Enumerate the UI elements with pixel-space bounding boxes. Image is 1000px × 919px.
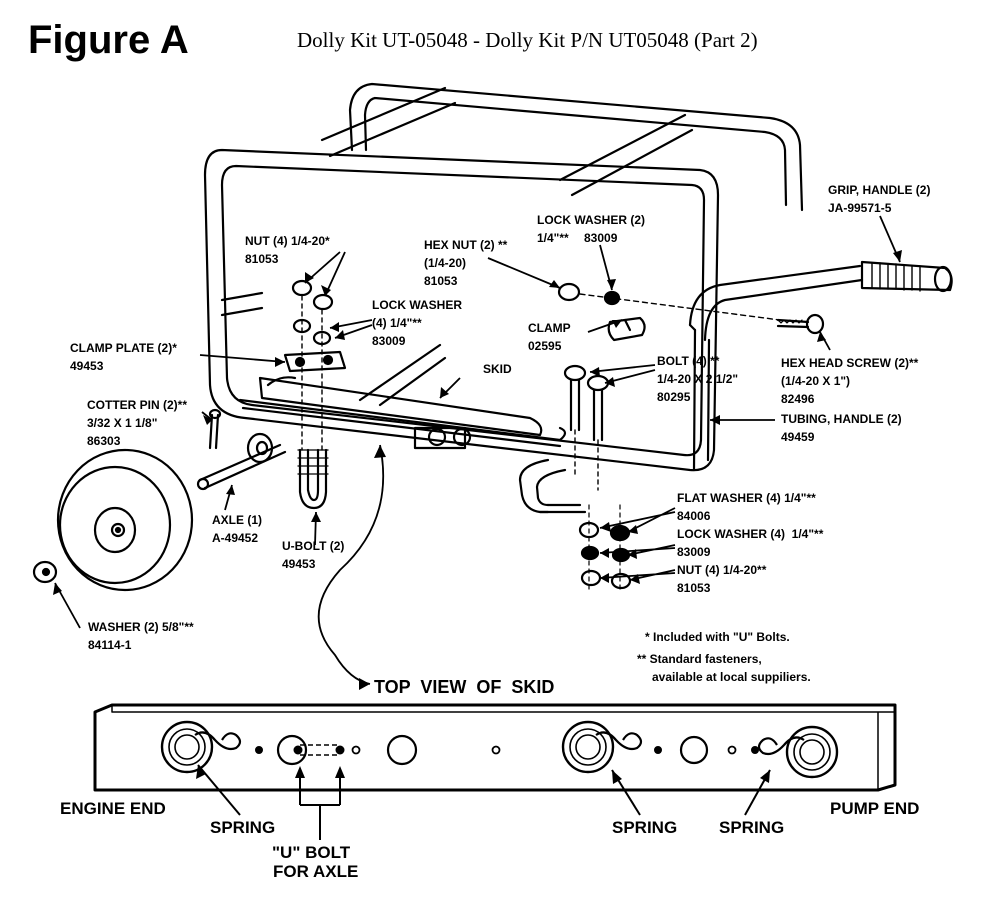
label-cotter-pin-pn: 86303 (87, 434, 121, 448)
cross-bar-2 (558, 113, 694, 197)
label-lock-washer-mid: LOCK WASHER (372, 298, 462, 312)
label-u-bolt-pn: 49453 (282, 557, 316, 571)
label-clamp-pn: 02595 (528, 339, 562, 353)
label-skid: SKID (483, 362, 512, 376)
label-clamp-plate: CLAMP PLATE (2)* (70, 341, 177, 355)
label-lock-washer-top-pn: 83009 (584, 231, 618, 245)
label-cotter-pin-size: 3/32 X 1 1/8" (87, 416, 158, 430)
cotter-pin (208, 413, 220, 450)
skid-bar (258, 376, 543, 437)
label-nut-bot: NUT (4) 1/4-20** (677, 563, 767, 577)
skid-top-view (93, 703, 897, 792)
label-clamp: CLAMP (528, 321, 571, 335)
label-hex-head-screw-size: (1/4-20 X 1") (781, 374, 851, 388)
label-axle-pn: A-49452 (212, 531, 259, 545)
handle-tubing (688, 264, 864, 342)
label-u-bolt: U-BOLT (2) (282, 539, 345, 553)
label-flat-washer: FLAT WASHER (4) 1/4"** (677, 491, 816, 505)
frame-back-tube-inner (363, 96, 788, 207)
label-clamp-plate-pn: 49453 (70, 359, 104, 373)
clamp-part (607, 316, 646, 342)
label-bolt: BOLT (4) ** (657, 354, 720, 368)
label-grip-pn: JA-99571-5 (828, 201, 892, 215)
label-cotter-pin: COTTER PIN (2)** (87, 398, 188, 412)
label-hex-nut: HEX NUT (2) ** (424, 238, 508, 252)
label-engine-end: ENGINE END (60, 799, 166, 818)
label-hex-head-screw: HEX HEAD SCREW (2)** (781, 356, 919, 370)
label-nut-top-pn: 81053 (245, 252, 279, 266)
top-view-title: TOP VIEW OF SKID (374, 677, 555, 697)
label-lock-washer-top: LOCK WASHER (2) (537, 213, 645, 227)
washer-part (32, 560, 58, 584)
label-lock-washer-bot: LOCK WASHER (4) 1/4"** (677, 527, 824, 541)
footnote-2: ** Standard fasteners, (637, 652, 762, 666)
label-flat-washer-pn: 84006 (677, 509, 711, 523)
figure-label: Figure A (28, 18, 189, 62)
label-washer-pn: 84114-1 (88, 638, 132, 652)
clamp-plate (283, 350, 347, 373)
label-hex-nut-pn: 81053 (424, 274, 458, 288)
label-spring-pump: SPRING (719, 818, 785, 837)
label-bolt-size: 1/4-20 X 2 1/2" (657, 372, 739, 386)
label-bolt-pn: 80295 (657, 390, 691, 404)
label-axle: AXLE (1) (212, 513, 263, 527)
label-lock-washer-mid-size: (4) 1/4"** (372, 316, 422, 330)
label-tubing: TUBING, HANDLE (2) (781, 412, 902, 426)
label-lock-washer-top-size: 1/4"** (537, 231, 569, 245)
label-lock-washer-bot-pn: 83009 (677, 545, 711, 559)
label-u-bolt-axle-2: FOR AXLE (273, 862, 359, 881)
frame-front-tube-inner (220, 164, 706, 457)
label-spring-middle: SPRING (612, 818, 678, 837)
bolt-part (569, 378, 604, 442)
label-nut-bot-pn: 81053 (677, 581, 711, 595)
frame-front-tube (203, 148, 720, 472)
footnote-1: * Included with "U" Bolts. (645, 630, 790, 644)
label-u-bolt-axle-1: "U" BOLT (272, 843, 351, 862)
page-title: Dolly Kit UT-05048 - Dolly Kit P/N UT050… (297, 28, 758, 52)
handle-grip (860, 260, 953, 292)
label-washer: WASHER (2) 5/8"** (88, 620, 194, 634)
label-pump-end: PUMP END (830, 799, 920, 818)
label-grip: GRIP, HANDLE (2) (828, 183, 931, 197)
frame-back-tube (348, 82, 804, 212)
label-lock-washer-mid-pn: 83009 (372, 334, 406, 348)
cross-bar-1 (320, 86, 457, 158)
label-hex-nut-size: (1/4-20) (424, 256, 467, 270)
u-bolt-1 (298, 448, 328, 510)
label-hex-head-screw-pn: 82496 (781, 392, 815, 406)
label-tubing-pn: 49459 (781, 430, 815, 444)
footnote-3: available at local suppiliers. (652, 670, 811, 684)
label-spring-engine: SPRING (210, 818, 276, 837)
label-nut-top: NUT (4) 1/4-20* (245, 234, 330, 248)
wheel (56, 448, 194, 592)
